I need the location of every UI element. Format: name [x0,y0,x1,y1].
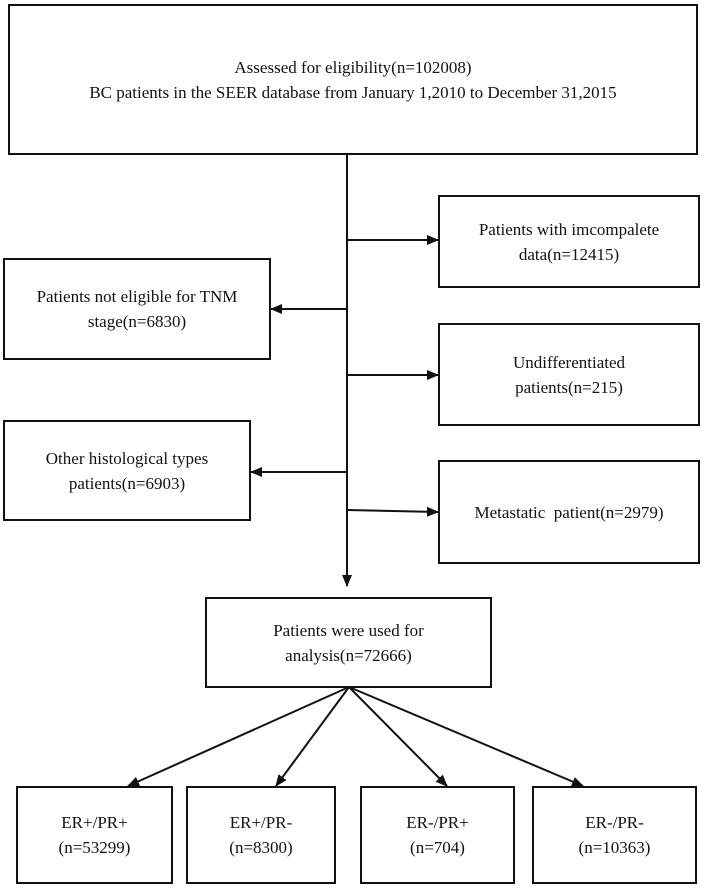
assessed-line-1: Assessed for eligibility(n=102008) [234,57,472,77]
arrow-to-metastatic [346,506,439,517]
assessed-box: Assessed for eligibility(n=102008) BC pa… [8,4,698,155]
incomplete-line-1: Patients with imcompalete [478,219,660,239]
er-pos-pr-neg-box: ER+/PR- (n=8300) [186,786,336,884]
analysis-line-2: analysis(n=72666) [285,645,412,665]
er-neg-pr-neg-box: ER-/PR- (n=10363) [532,786,697,884]
undifferentiated-box: Undifferentiated patients(n=215) [438,323,700,426]
er-pos-pr-neg-line-1: ER+/PR- [229,813,293,832]
metastatic-line-1: Metastatic patient(n=2979) [474,502,664,522]
assessed-line-2: BC patients in the SEER database from Ja… [89,82,617,102]
er-neg-pr-pos-line-2: (n=704) [410,838,465,857]
not-eligible-line-1: Patients not eligible for TNM [36,287,238,306]
er-neg-pr-pos-line-1: ER-/PR+ [406,813,469,832]
arrow-to-er-neg-pr-pos [348,686,448,787]
metastatic-box: Metastatic patient(n=2979) [438,460,700,564]
not-eligible-tnm-box: Patients not eligible for TNM stage(n=68… [3,258,271,360]
undifferentiated-line-1: Undifferentiated [512,352,626,372]
undifferentiated-line-2: patients(n=215) [515,377,623,397]
er-neg-pr-pos-box: ER-/PR+ (n=704) [360,786,515,884]
er-pos-pr-pos-line-2: (n=53299) [58,838,131,857]
incomplete-line-2: data(n=12415) [518,244,620,264]
incomplete-data-box: Patients with imcompalete data(n=12415) [438,195,700,288]
arrow-to-er-pos-pr-neg [275,686,350,787]
not-eligible-line-2: stage(n=6830) [87,312,187,331]
other-histological-line-2: patients(n=6903) [68,473,186,493]
er-neg-pr-neg-line-1: ER-/PR- [585,813,644,832]
other-histological-box: Other histological types patients(n=6903… [3,420,251,521]
er-pos-pr-neg-line-2: (n=8300) [229,838,293,857]
analysis-box: Patients were used for analysis(n=72666) [205,597,492,688]
arrow-to-er-pos-pr-pos [127,686,350,787]
analysis-line-1: Patients were used for [273,620,424,640]
er-neg-pr-neg-line-2: (n=10363) [578,838,651,857]
arrow-to-er-neg-pr-neg [348,686,584,787]
other-histological-line-1: Other histological types [45,448,209,468]
er-pos-pr-pos-box: ER+/PR+ (n=53299) [16,786,173,884]
er-pos-pr-pos-line-1: ER+/PR+ [61,813,128,832]
